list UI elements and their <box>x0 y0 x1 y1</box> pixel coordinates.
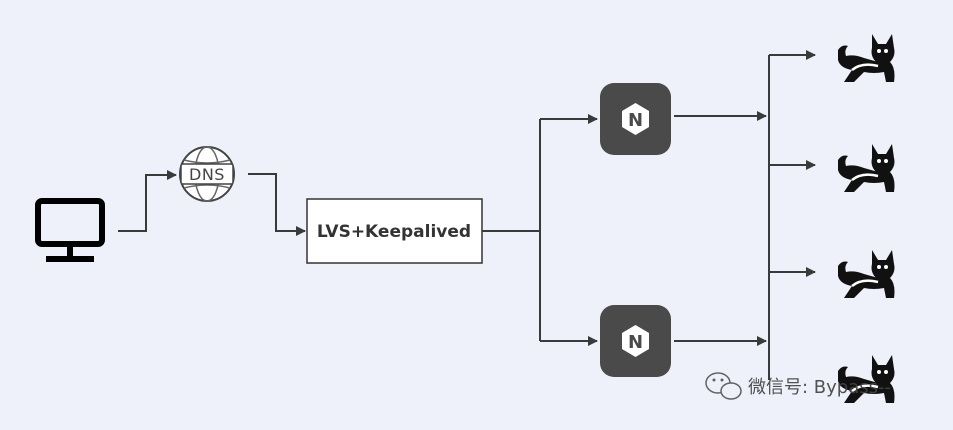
tomcat-icon <box>836 32 896 84</box>
client-node <box>35 198 105 262</box>
connector-client-dns <box>118 170 177 232</box>
watermark: 微信号: Bypass-- <box>705 372 891 400</box>
nginx-icon: N <box>622 103 649 135</box>
lvs-box <box>306 198 483 264</box>
monitor-icon <box>35 198 105 262</box>
tomcat-icon <box>836 142 896 194</box>
nginx-icon: N <box>622 325 649 357</box>
tomcat-node-2 <box>836 142 896 194</box>
connector-nginx-bus <box>674 55 770 380</box>
dns-label: DNS <box>189 165 225 184</box>
lvs-label: LVS+Keepalived <box>317 222 471 242</box>
tomcat-node-1 <box>836 32 896 84</box>
watermark-text: 微信号: Bypass-- <box>748 377 891 398</box>
tomcat-icon <box>836 248 896 300</box>
nginx-letter: N <box>628 332 643 353</box>
nginx-letter: N <box>628 110 643 131</box>
connector-lvs-nginx <box>482 114 598 346</box>
nginx-node-2: N <box>600 305 671 377</box>
tomcat-node-3 <box>836 248 896 300</box>
connector-dns-lvs <box>248 173 306 236</box>
wechat-icon <box>705 372 742 400</box>
connector-bus-tomcats <box>769 50 816 277</box>
lvs-node: LVS+Keepalived <box>306 198 483 264</box>
dns-node: DNS <box>179 146 235 202</box>
nginx-node-1: N <box>600 83 671 155</box>
globe-icon <box>179 146 235 202</box>
